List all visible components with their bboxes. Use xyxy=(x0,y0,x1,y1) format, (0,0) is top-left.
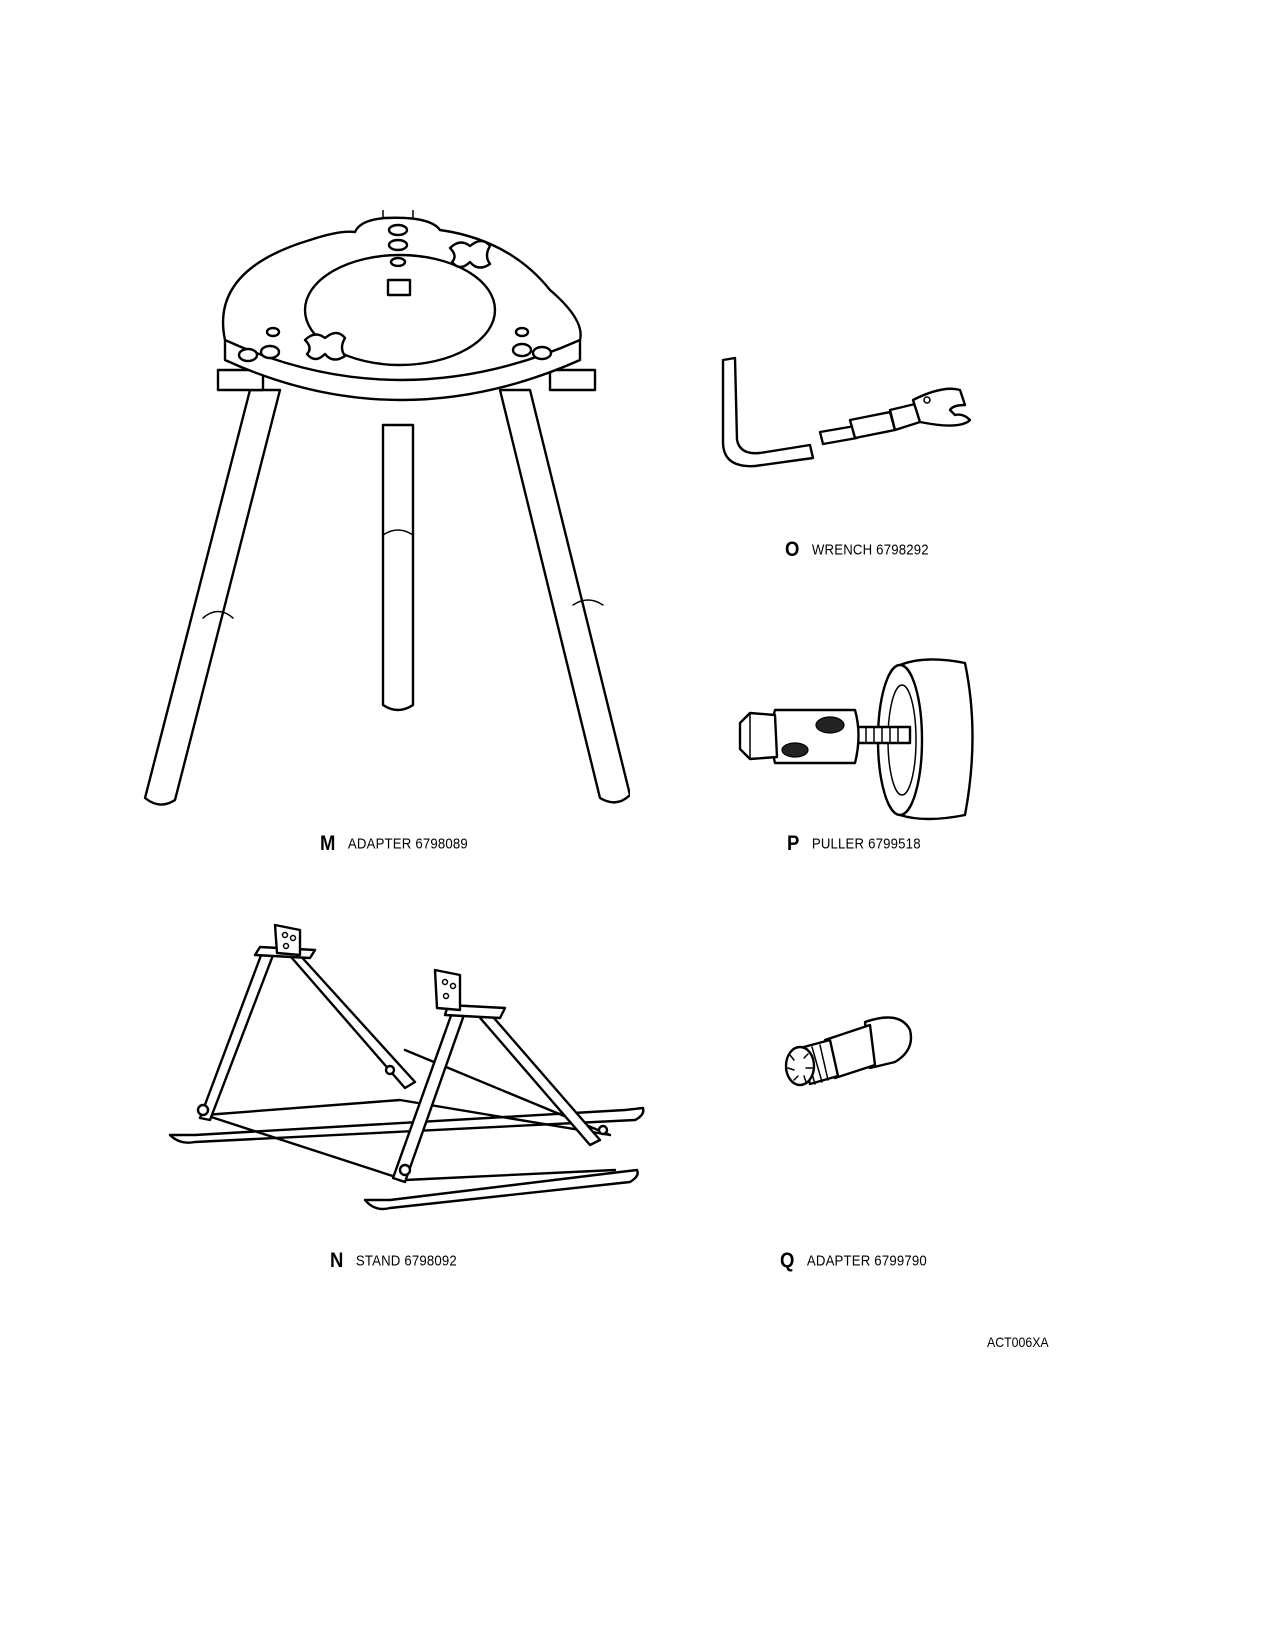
item-name: ADAPTER 6798089 xyxy=(347,835,468,853)
stand-n-illustration xyxy=(165,920,655,1220)
figure-code: ACT006XA xyxy=(987,1334,1049,1350)
caption-q: Q ADAPTER 6799790 xyxy=(780,1249,927,1273)
wrench-o-illustration xyxy=(715,350,985,480)
item-letter: O xyxy=(785,538,800,561)
caption-n: N STAND 6798092 xyxy=(330,1249,457,1273)
item-name: PULLER 6799518 xyxy=(811,835,921,853)
item-letter: M xyxy=(320,832,336,855)
adapter-m-illustration xyxy=(130,210,630,830)
item-letter: N xyxy=(330,1249,344,1272)
caption-p: P PULLER 6799518 xyxy=(787,832,921,856)
item-letter: Q xyxy=(780,1249,795,1272)
adapter-q-illustration xyxy=(770,1010,930,1100)
item-letter: P xyxy=(787,832,800,855)
item-name: WRENCH 6798292 xyxy=(811,541,929,559)
puller-p-illustration xyxy=(730,655,1000,830)
caption-m: M ADAPTER 6798089 xyxy=(320,832,468,856)
item-name: ADAPTER 6799790 xyxy=(806,1252,927,1270)
item-name: STAND 6798092 xyxy=(355,1252,457,1270)
caption-o: O WRENCH 6798292 xyxy=(785,538,929,562)
